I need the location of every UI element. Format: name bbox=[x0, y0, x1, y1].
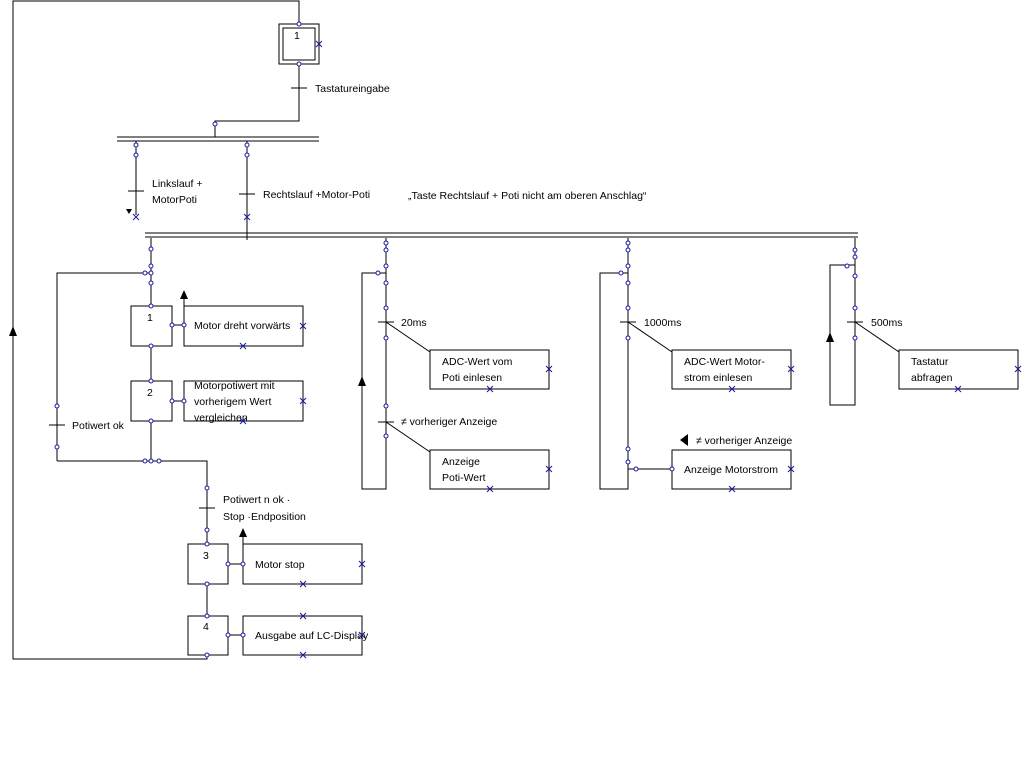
label-keyboard: Tastatureingabe bbox=[315, 83, 390, 95]
cross-marker-icon bbox=[299, 612, 307, 620]
step-1: 1 bbox=[278, 23, 320, 65]
cross-marker-icon bbox=[132, 213, 140, 221]
parallel-bars bbox=[117, 136, 858, 238]
svg-text:ADC-Wert vom: ADC-Wert vom bbox=[442, 356, 513, 368]
cross-marker-icon bbox=[315, 40, 323, 48]
step-3-number: 3 bbox=[203, 550, 209, 562]
step-number: 1 bbox=[147, 312, 153, 324]
cross-marker-icon bbox=[358, 631, 366, 639]
cross-marker-icon bbox=[728, 385, 736, 393]
action-display-motor: Anzeige Motorstrom bbox=[671, 449, 792, 490]
transition-bars bbox=[49, 87, 863, 509]
svg-text:Poti-Wert: Poti-Wert bbox=[442, 472, 486, 484]
step-3: 3 bbox=[187, 543, 229, 585]
cross-marker-icon bbox=[954, 385, 962, 393]
connection-dots bbox=[54, 21, 858, 658]
cross-marker-icon bbox=[1014, 365, 1022, 373]
cross-marker-icon bbox=[299, 322, 307, 330]
arrow-up-icon bbox=[9, 326, 17, 336]
svg-text:Anzeige Motorstrom: Anzeige Motorstrom bbox=[684, 464, 778, 476]
action-motor-forward: Motor dreht vorwärts bbox=[183, 305, 304, 347]
svg-text:Poti einlesen: Poti einlesen bbox=[442, 372, 502, 384]
action-adc-poti: ADC-Wert vom Poti einlesen bbox=[429, 349, 550, 390]
svg-text:abfragen: abfragen bbox=[911, 372, 953, 384]
svg-text:vergleichen: vergleichen bbox=[194, 412, 248, 424]
label-poti-nok-2: Stop ·Endposition bbox=[223, 511, 306, 523]
svg-text:vorherigem Wert: vorherigem Wert bbox=[194, 396, 271, 408]
label-500ms: 500ms bbox=[871, 317, 903, 329]
svg-text:Motor stop: Motor stop bbox=[255, 559, 305, 571]
svg-text:Ausgabe auf LC-Display: Ausgabe auf LC-Display bbox=[255, 630, 369, 642]
step-2-number: 2 bbox=[147, 387, 153, 399]
action-display-poti: Anzeige Poti-Wert bbox=[429, 449, 550, 490]
step-1b: 1 bbox=[130, 305, 173, 347]
action-lcd-output: Ausgabe auf LC-Display bbox=[242, 615, 369, 656]
label-note: „Taste Rechtslauf + Poti nicht am oberen… bbox=[408, 190, 647, 202]
action-compare-poti: Motorpotiwert mit vorherigem Wert vergle… bbox=[183, 380, 304, 424]
label-neq-motor: ≠ vorheriger Anzeige bbox=[696, 435, 792, 447]
cross-marker-icon bbox=[486, 485, 494, 493]
svg-text:Tastatur: Tastatur bbox=[911, 356, 949, 368]
action-motor-stop: Motor stop bbox=[242, 543, 363, 585]
cross-marker-icon bbox=[239, 417, 247, 425]
arrow-left-icon bbox=[680, 434, 688, 446]
cross-marker-icon bbox=[299, 397, 307, 405]
cross-marker-icon bbox=[545, 465, 553, 473]
label-left-1: Linkslauf + bbox=[152, 178, 203, 190]
label-neq-poti: ≠ vorheriger Anzeige bbox=[401, 416, 497, 428]
arrow-up-icon bbox=[239, 528, 247, 537]
step-1-number: 1 bbox=[294, 30, 300, 42]
arrow-up-icon bbox=[358, 376, 366, 386]
arrow-up-icon bbox=[180, 290, 188, 299]
cross-marker-icon bbox=[787, 465, 795, 473]
cross-marker-icon bbox=[239, 342, 247, 350]
svg-text:Anzeige: Anzeige bbox=[442, 456, 480, 468]
step-2: 2 bbox=[130, 380, 173, 422]
step-4: 4 bbox=[187, 615, 229, 656]
cross-marker-icon bbox=[787, 365, 795, 373]
cross-marker-icon bbox=[728, 485, 736, 493]
cross-marker-icon bbox=[299, 651, 307, 659]
cross-marker-icon bbox=[299, 580, 307, 588]
arrow-down-icon bbox=[126, 209, 132, 214]
label-poti-ok: Potiwert ok bbox=[72, 420, 125, 432]
label-left-2: MotorPoti bbox=[152, 194, 197, 206]
action-read-keys: Tastatur abfragen bbox=[898, 349, 1019, 390]
arrowheads bbox=[9, 209, 834, 544]
cross-markers bbox=[132, 40, 1022, 659]
svg-text:Motor dreht vorwärts: Motor dreht vorwärts bbox=[194, 320, 290, 332]
arrow-up-icon bbox=[826, 332, 834, 342]
action-adc-motor: ADC-Wert Motor- strom einlesen bbox=[671, 349, 792, 390]
cross-marker-icon bbox=[358, 560, 366, 568]
cross-marker-icon bbox=[243, 213, 251, 221]
cross-marker-icon bbox=[545, 365, 553, 373]
svg-text:ADC-Wert Motor-: ADC-Wert Motor- bbox=[684, 356, 765, 368]
step-4-number: 4 bbox=[203, 621, 209, 633]
cross-marker-icon bbox=[486, 385, 494, 393]
label-1000ms: 1000ms bbox=[644, 317, 681, 329]
svg-text:Motorpotiwert mit: Motorpotiwert mit bbox=[194, 380, 275, 392]
label-right: Rechtslauf +Motor-Poti bbox=[263, 189, 370, 201]
svg-text:strom einlesen: strom einlesen bbox=[684, 372, 752, 384]
label-20ms: 20ms bbox=[401, 317, 427, 329]
transition-labels: Tastatureingabe Linkslauf + MotorPoti Re… bbox=[72, 83, 903, 523]
label-poti-nok-1: Potiwert n ok · bbox=[223, 494, 290, 506]
